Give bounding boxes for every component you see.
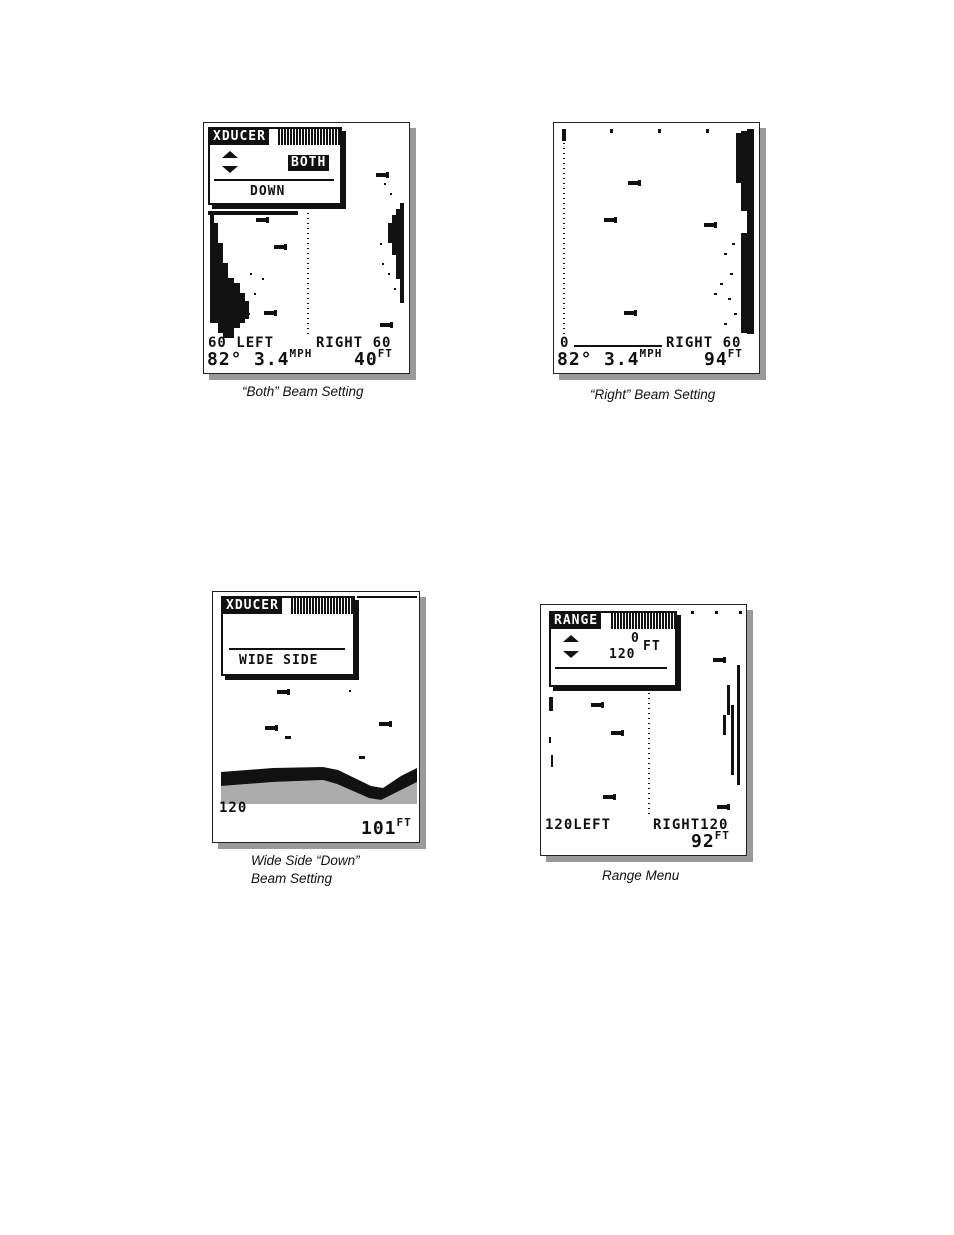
up-arrow-icon[interactable] — [563, 635, 579, 642]
depth-value: 94 — [704, 349, 728, 370]
depth-value: 101 — [361, 818, 397, 839]
depth-readout: 40FT — [354, 349, 393, 370]
menu-selected-value[interactable]: BOTH — [288, 155, 329, 171]
down-arrow-icon[interactable] — [222, 166, 238, 173]
depth-unit: FT — [378, 347, 393, 360]
depth-readout: 101FT — [361, 818, 412, 839]
up-arrow-icon[interactable] — [222, 151, 238, 158]
upper-range-value[interactable]: 0 — [631, 631, 640, 646]
range-menu[interactable]: RANGE 0 120 FT — [549, 611, 677, 687]
menu-title: XDUCER — [210, 129, 269, 145]
down-arrow-icon[interactable] — [563, 651, 579, 658]
depth-readout: 92FT — [691, 831, 730, 852]
speed-value: 3.4 — [604, 349, 640, 370]
menu-option[interactable]: WIDE SIDE — [239, 653, 318, 668]
sonar-screen-range: RANGE 0 120 FT 120LEFT RIGHT120 92FT — [540, 604, 747, 856]
sonar-screen-wide-side: XDUCER WIDE SIDE 120 101FT — [212, 591, 420, 843]
caption-both: “Both” Beam Setting — [242, 383, 364, 401]
depth-value: 92 — [691, 831, 715, 852]
menu-separator — [229, 648, 345, 650]
menu-option[interactable]: DOWN — [250, 184, 285, 199]
range-label: 120 — [219, 800, 247, 816]
depth-unit: FT — [397, 816, 412, 829]
lower-range-value[interactable]: 120 — [609, 647, 635, 662]
menu-title-fill — [291, 598, 353, 614]
caption-line-1: Wide Side “Down” — [251, 852, 360, 870]
menu-separator — [555, 667, 667, 669]
caption-range: Range Menu — [602, 867, 679, 885]
depth-readout: 94FT — [704, 349, 743, 370]
depth-unit: FT — [728, 347, 743, 360]
left-range-label: 120LEFT — [545, 817, 611, 833]
menu-title-fill — [611, 613, 675, 629]
speed-readout: 3.4MPH — [254, 349, 312, 370]
caption-wide-side: Wide Side “Down” Beam Setting — [251, 852, 360, 888]
xducer-menu[interactable]: XDUCER WIDE SIDE — [221, 596, 355, 676]
sonar-screen-both: XDUCER BOTH DOWN 60 LEFT RIGHT 60 82° 3.… — [203, 122, 410, 374]
depth-unit: FT — [715, 829, 730, 842]
temperature-readout: 82° — [557, 349, 593, 370]
menu-separator — [214, 179, 334, 181]
caption-line-2: Beam Setting — [251, 870, 360, 888]
speed-unit: MPH — [290, 347, 313, 360]
xducer-menu[interactable]: XDUCER BOTH DOWN — [208, 127, 342, 205]
menu-title-fill — [278, 129, 340, 145]
range-unit: FT — [643, 639, 661, 654]
speed-unit: MPH — [640, 347, 663, 360]
temperature-readout: 82° — [207, 349, 243, 370]
speed-value: 3.4 — [254, 349, 290, 370]
menu-title: RANGE — [551, 613, 601, 629]
depth-value: 40 — [354, 349, 378, 370]
caption-right: “Right” Beam Setting — [590, 386, 715, 404]
speed-readout: 3.4MPH — [604, 349, 662, 370]
menu-title: XDUCER — [223, 598, 282, 614]
sonar-screen-right: 0 RIGHT 60 82° 3.4MPH 94FT — [553, 122, 760, 374]
